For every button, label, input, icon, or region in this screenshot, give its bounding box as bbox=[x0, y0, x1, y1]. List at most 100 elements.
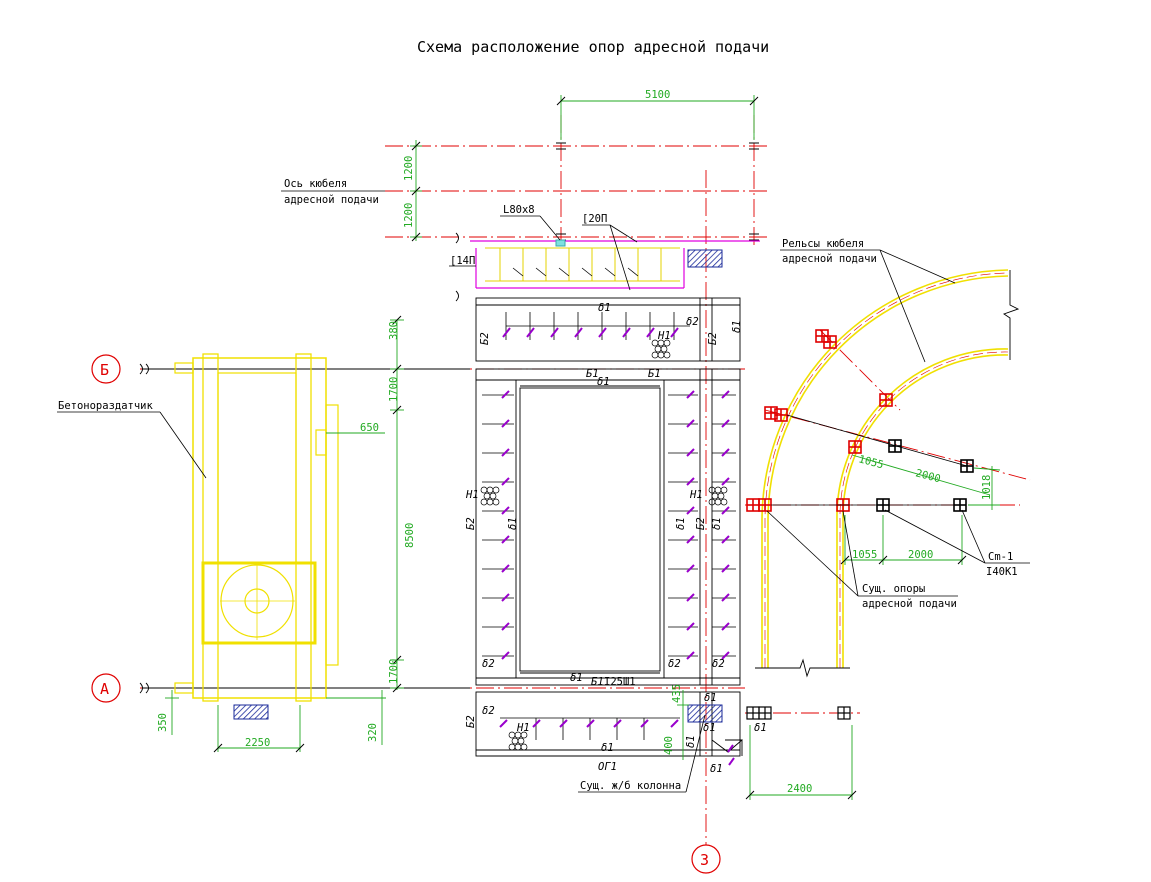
svg-text:δ1: δ1 bbox=[597, 376, 610, 388]
top-hatched-column bbox=[687, 249, 723, 268]
svg-text:Б2: Б2 bbox=[465, 517, 477, 530]
label-os-kubelya-1: Ось кюбеля bbox=[284, 178, 347, 190]
svg-text:Н1: Н1 bbox=[516, 722, 530, 734]
platform-bottom-stiffeners bbox=[499, 719, 679, 728]
svg-text:З: З bbox=[700, 851, 709, 869]
label-os-kubelya-2: адресной подачи bbox=[284, 194, 379, 206]
label-i25sh1: I25Ш1 bbox=[604, 676, 636, 688]
distributor-hatched-block bbox=[233, 704, 269, 720]
break-symbols bbox=[139, 232, 470, 694]
svg-text:δ1: δ1 bbox=[507, 517, 519, 530]
svg-text:Н1: Н1 bbox=[465, 489, 479, 501]
element-marks: δ1 δ2 Н1 Б2 Б2 δ1 Б1 δ1 Б1 Н1 Н1 Б2 δ1 δ… bbox=[465, 302, 767, 775]
svg-text:Б2: Б2 bbox=[479, 332, 491, 345]
dim-2250: 2250 bbox=[245, 737, 270, 749]
dim-650: 650 bbox=[360, 422, 379, 434]
label-cm1: Cm-1 bbox=[988, 551, 1013, 563]
dim-2400: 2400 bbox=[787, 783, 812, 795]
svg-text:Б2: Б2 bbox=[695, 517, 707, 530]
bottom-supports bbox=[746, 706, 851, 720]
label-betonorazdatchik: Бетонораздатчик bbox=[58, 400, 154, 412]
svg-text:δ2: δ2 bbox=[668, 658, 681, 670]
radial-lines bbox=[771, 414, 968, 506]
svg-text:Б2: Б2 bbox=[465, 715, 477, 728]
hole-cluster-right bbox=[708, 486, 728, 506]
platform-bottom-ribs bbox=[500, 717, 680, 740]
dim-1200-top: 1200 bbox=[403, 156, 415, 181]
l80x8-plate bbox=[555, 239, 566, 247]
dim-350: 350 bbox=[157, 713, 169, 732]
label-relsy-2: адресной подачи bbox=[782, 253, 877, 265]
concrete-distributor bbox=[174, 353, 339, 702]
leader-kolonna bbox=[578, 714, 706, 793]
channel-diagonals bbox=[512, 267, 639, 277]
dimension-ticks-top bbox=[411, 96, 759, 242]
axis-bubble-z: З bbox=[691, 844, 721, 874]
axis-bubble-a: А bbox=[91, 673, 121, 703]
dim-2000-upper: 2000 bbox=[914, 467, 942, 485]
svg-text:δ1: δ1 bbox=[685, 735, 697, 748]
svg-text:δ1: δ1 bbox=[675, 517, 687, 530]
svg-text:δ1: δ1 bbox=[704, 692, 717, 704]
dimension-lines-top bbox=[410, 95, 755, 241]
svg-text:Н1: Н1 bbox=[689, 489, 703, 501]
svg-text:Б1: Б1 bbox=[586, 368, 599, 380]
label-20p: [20П bbox=[582, 213, 607, 225]
dimension-2400 bbox=[749, 725, 853, 800]
leader-betonorazdatchik bbox=[57, 411, 207, 479]
label-i40k1: I40K1 bbox=[986, 566, 1018, 578]
svg-text:δ1: δ1 bbox=[601, 742, 614, 754]
svg-text:δ2: δ2 bbox=[712, 658, 725, 670]
bracket-stiffeners bbox=[727, 744, 735, 766]
rail-break-lines bbox=[755, 270, 1020, 678]
svg-text:А: А bbox=[100, 680, 109, 698]
dim-435: 435 bbox=[671, 684, 683, 703]
svg-text:δ2: δ2 bbox=[482, 705, 495, 717]
label-sushch-kolonna: Сущ. ж/б колонна bbox=[580, 780, 681, 792]
dimension-ticks-right bbox=[840, 555, 967, 565]
dimension-lines-column bbox=[677, 690, 689, 760]
dimension-ticks-left bbox=[213, 315, 402, 753]
svg-text:Н1: Н1 bbox=[657, 330, 671, 342]
dim-5100: 5100 bbox=[645, 89, 670, 101]
existing-rc-column bbox=[687, 704, 723, 723]
leader-relsy bbox=[780, 249, 956, 363]
dimension-lines-left bbox=[165, 319, 404, 752]
dim-320: 320 bbox=[367, 723, 379, 742]
platform-frame bbox=[475, 297, 741, 757]
dim-400: 400 bbox=[663, 736, 675, 755]
label-14p: [14П bbox=[450, 255, 475, 267]
axis-ticks bbox=[556, 142, 759, 241]
svg-text:δ1: δ1 bbox=[703, 722, 716, 734]
svg-text:δ1: δ1 bbox=[754, 722, 767, 734]
svg-text:δ1: δ1 bbox=[570, 672, 583, 684]
hole-cluster-top bbox=[651, 339, 671, 359]
leader-sushch-opory bbox=[766, 510, 958, 597]
dim-8500: 8500 bbox=[404, 523, 416, 548]
leader-lines-top bbox=[449, 215, 638, 291]
svg-text:Б: Б bbox=[100, 361, 109, 379]
label-relsy-1: Рельсы кюбеля bbox=[782, 238, 864, 250]
svg-text:δ1: δ1 bbox=[711, 517, 723, 530]
svg-text:δ2: δ2 bbox=[482, 658, 495, 670]
rail-supports-red bbox=[746, 329, 893, 512]
hole-cluster-left bbox=[480, 486, 500, 506]
svg-text:Б1: Б1 bbox=[648, 368, 661, 380]
channel-ribs bbox=[485, 247, 680, 282]
dim-1200-bottom: 1200 bbox=[403, 203, 415, 228]
dim-2000-lower: 2000 bbox=[908, 549, 933, 561]
dim-1055-lower: 1055 bbox=[852, 549, 877, 561]
bracket-bottom-right bbox=[711, 739, 743, 756]
leader-cm1 bbox=[884, 509, 1030, 564]
svg-text:δ2: δ2 bbox=[686, 316, 699, 328]
platform-top-stiffeners bbox=[502, 327, 679, 338]
label-sushch-opory-1: Сущ. опоры bbox=[862, 583, 925, 595]
label-og1: ОГ1 bbox=[598, 761, 617, 773]
dim-1700-top: 1700 bbox=[388, 377, 400, 402]
dim-1055-upper: 1055 bbox=[857, 453, 885, 471]
platform-top-ribs bbox=[505, 312, 690, 340]
svg-text:δ1: δ1 bbox=[598, 302, 611, 314]
drawing-title: Схема расположение опор адресной подачи bbox=[417, 38, 769, 56]
hole-cluster-bottom bbox=[508, 731, 528, 751]
dimension-2400-ticks bbox=[745, 790, 857, 800]
